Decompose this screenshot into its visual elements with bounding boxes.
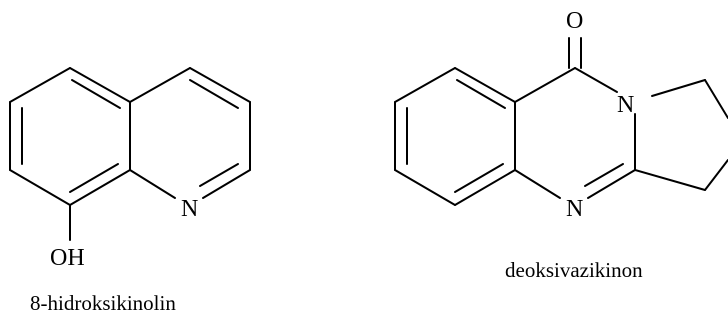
molecule-deoxyvasicinone: O N N deoksivazikinon [394,8,728,282]
bond [202,169,251,199]
atom-label-o: O [566,8,583,34]
double-bond-inner [584,163,624,187]
bond [129,67,191,103]
double-bond-inner [69,163,119,193]
double-bond-inner [189,79,239,109]
bond [9,169,71,206]
molecule-8-hydroxyquinoline: OH N 8-hidroksikinolin [9,67,251,315]
double-bond-inner [199,163,239,187]
caption-deoxyvasicinone: deoksivazikinon [505,258,643,282]
bond [69,67,131,103]
bond [651,79,706,97]
bond [704,159,728,191]
pyrrolidine-ring [634,79,728,191]
bond [454,169,516,206]
bond [704,79,728,119]
bond [514,169,561,199]
pyrimidinone-ring [514,67,636,199]
bond [574,67,618,93]
double-bond-inner [456,79,506,109]
bond [69,169,131,206]
benzene-ring-right [394,67,516,206]
atom-label-n: N [181,196,198,222]
bond [634,169,706,191]
atom-label-n-top: N [617,92,634,118]
bond [394,67,456,103]
bond [9,67,71,103]
atom-label-oh: OH [50,245,85,271]
pyridine-ring-left [129,67,251,199]
carbonyl-group [568,37,582,69]
atom-label-n-bottom: N [566,196,583,222]
double-bond-inner [71,79,121,109]
bond [454,67,516,103]
caption-8-hydroxyquinoline: 8-hidroksikinolin [30,291,176,315]
bond [394,169,456,206]
bond [189,67,251,103]
benzene-ring-left [9,67,131,206]
bond [514,67,576,103]
bond [129,169,176,199]
double-bond-inner [454,163,504,193]
bond [587,169,636,199]
